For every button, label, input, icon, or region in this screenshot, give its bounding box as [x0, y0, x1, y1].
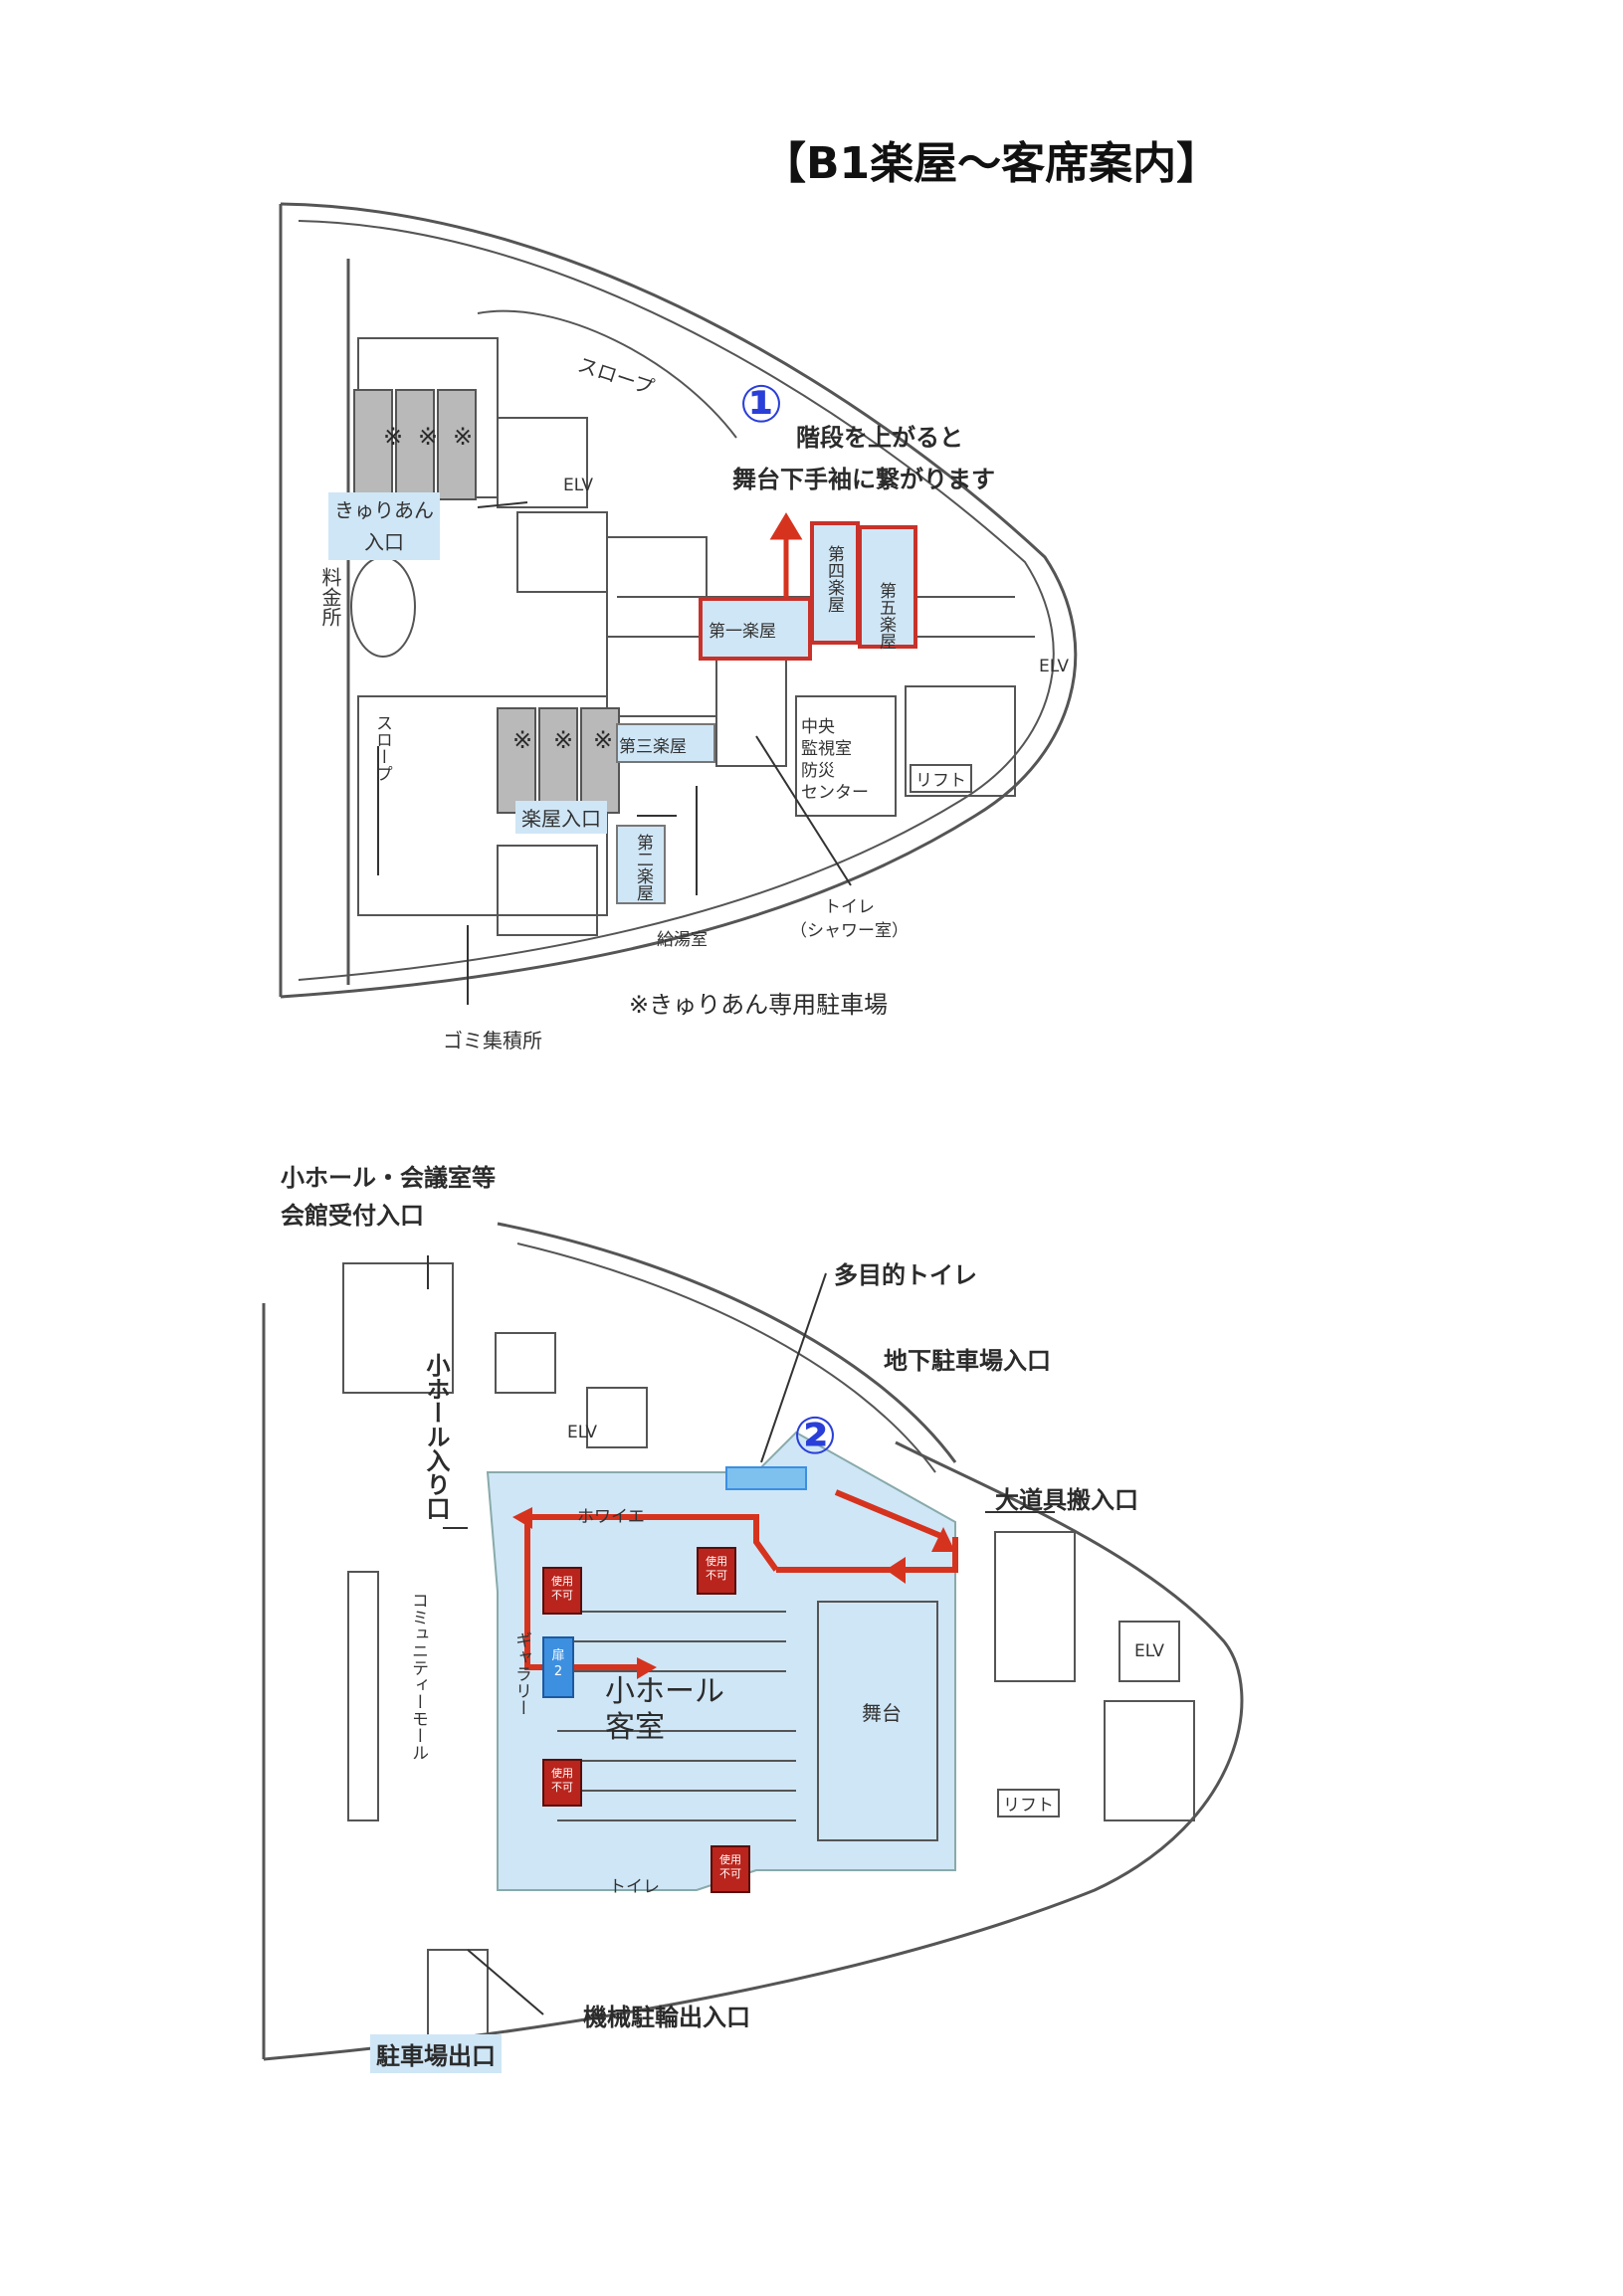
unusable-seat-badge: 使用 不可: [697, 1547, 736, 1595]
bicycle-label: 機械駐輪出入口: [583, 2004, 750, 2031]
small-hall-entrance-label: 小ホール入り口: [422, 1353, 450, 1520]
toilet-shower-label: トイレ （シャワー室）: [790, 897, 909, 941]
lift2-label: リフト: [997, 1789, 1060, 1818]
kyutoshitsu-label: 給湯室: [657, 930, 708, 950]
gallery-label: ギャラリー: [511, 1631, 531, 1716]
note1-line2: 舞台下手袖に繋がります: [732, 466, 995, 493]
kome-mark: ※: [453, 423, 474, 451]
small-hall-top-entrance-label: 小ホール・会議室等 会館受付入口: [281, 1164, 496, 1230]
stage-label: 舞台: [862, 1701, 902, 1725]
room4-label: 第四楽屋: [824, 545, 844, 613]
gakuya-entrance-label: 楽屋入口: [515, 801, 607, 834]
community-mall-label: コミュニティーモール: [408, 1592, 428, 1761]
kome-mark: ※: [593, 726, 614, 754]
kome-mark: ※: [383, 423, 404, 451]
lift1-label: リフト: [910, 764, 972, 793]
room3-label: 第三楽屋: [619, 737, 687, 757]
foyer-label: ホワイエ: [577, 1507, 645, 1527]
kome-mark: ※: [553, 726, 574, 754]
unusable-seat-badge: 使用 不可: [542, 1567, 582, 1615]
elv4-label: ELV: [1134, 1641, 1164, 1661]
kome-mark: ※: [418, 423, 439, 451]
room2-label: 第二楽屋: [633, 834, 653, 901]
elv1-label: ELV: [563, 476, 593, 495]
marker-2: ②: [792, 1407, 838, 1466]
small-hall-seats-label: 小ホール 客室: [605, 1674, 724, 1745]
underground-parking-label: 地下駐車場入口: [884, 1347, 1051, 1375]
gomi-label: ゴミ集積所: [443, 1029, 542, 1052]
kome-mark: ※: [512, 726, 533, 754]
door-2: 扉 2: [542, 1636, 574, 1698]
ryokinjo-label: 料金所: [318, 567, 342, 627]
unusable-seat-badge: 使用 不可: [710, 1845, 750, 1893]
room5-label: 第五楽屋: [876, 582, 896, 650]
toilet2-label: トイレ: [609, 1877, 660, 1897]
parking-exit-label: 駐車場出口: [370, 2034, 502, 2073]
multi-toilet-label: 多目的トイレ: [834, 1261, 977, 1289]
marker-1: ①: [738, 375, 784, 435]
page-title: 【B1楽屋〜客席案内】: [762, 138, 1221, 189]
room1-label: 第一楽屋: [709, 622, 776, 642]
note1-line1: 階段を上がると: [796, 424, 963, 452]
chuo-label: 中央 監視室 防災 センター: [801, 717, 869, 803]
slope-left-label: スロープ: [372, 714, 392, 782]
elv3-label: ELV: [567, 1423, 597, 1442]
unusable-seat-badge: 使用 不可: [542, 1759, 582, 1807]
elv2-label: ELV: [1039, 657, 1069, 676]
parking-note-label: ※きゅりあん専用駐車場: [629, 991, 889, 1019]
big-props-label: 大道具搬入口: [995, 1486, 1138, 1514]
kyurian-entrance-label: きゅりあん 入口: [328, 492, 440, 560]
